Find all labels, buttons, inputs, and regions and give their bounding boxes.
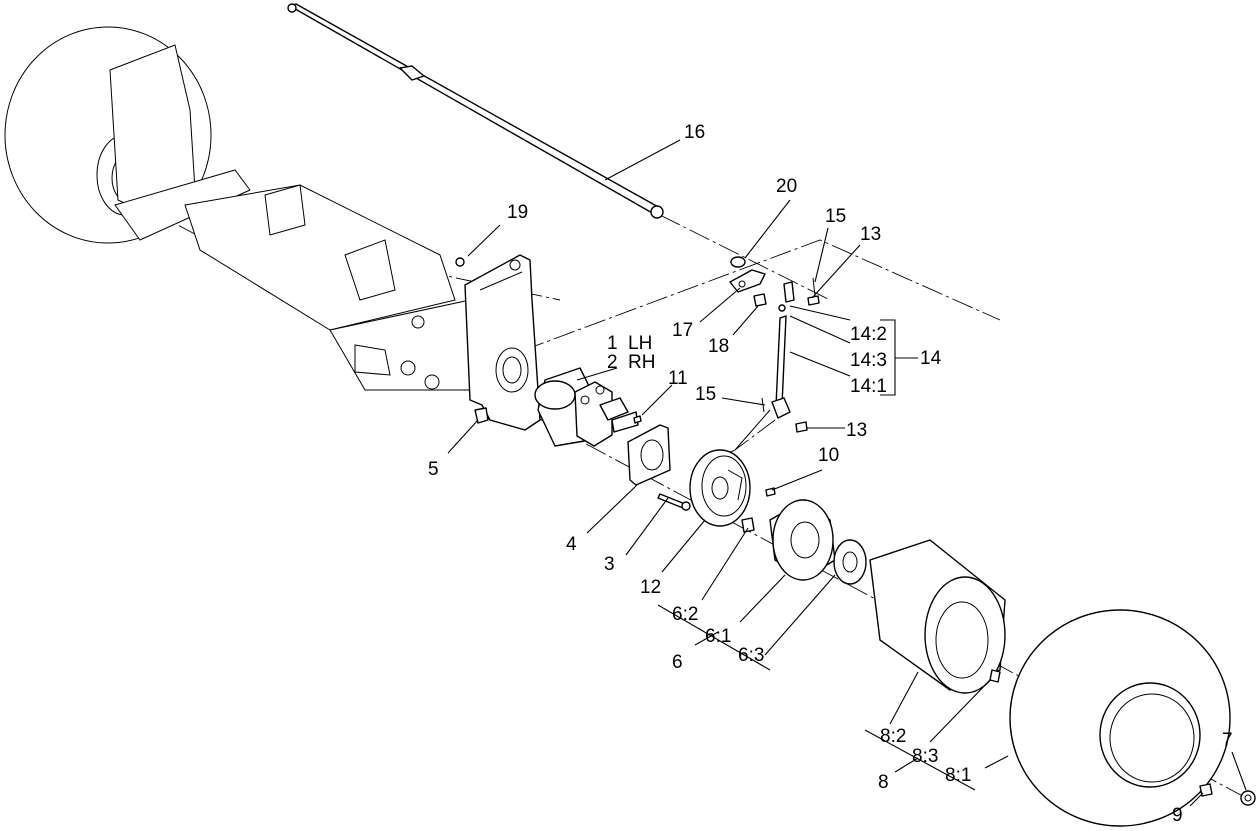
callout-8-1: 8:1 [945, 765, 971, 786]
part-12-brake-assembly [689, 449, 751, 527]
part-3-bolt [657, 493, 691, 511]
callout-14-2: 14:2 [850, 324, 887, 345]
part-15-clip-top [812, 277, 816, 297]
part-13-pin-top [807, 295, 820, 306]
callout-8-3: 8:3 [912, 746, 938, 767]
callout-2-side: RH [628, 352, 655, 373]
callout-20: 20 [776, 176, 797, 197]
callout-17: 17 [672, 320, 693, 341]
brake-rod [287, 3, 664, 219]
callout-2: 2 [607, 352, 618, 373]
callout-12: 12 [640, 577, 661, 598]
callout-6-2: 6:2 [672, 604, 698, 625]
callout-13-bottom: 13 [846, 420, 867, 441]
callout-9: 9 [1172, 805, 1183, 826]
part-6-3-hub [833, 539, 867, 585]
part-20-bushing [730, 256, 746, 268]
part-1-2-wheel-motor [534, 367, 639, 447]
callout-14: 14 [920, 348, 942, 369]
part-14-cable-assembly [734, 281, 795, 451]
callout-1: 1 [607, 333, 618, 354]
callout-labels: 16 20 19 15 13 17 18 14:2 14:3 14:1 14 1… [428, 122, 1233, 826]
leader-lines [447, 139, 1247, 807]
callout-11: 11 [668, 368, 688, 389]
callout-14-1: 14:1 [850, 376, 887, 397]
part-18-nut [753, 293, 767, 307]
callout-6-3: 6:3 [738, 645, 764, 666]
part-4-adapter-plate [627, 424, 671, 486]
part-6-2-stud [741, 517, 755, 533]
callout-4: 4 [566, 534, 577, 555]
callout-1-side: LH [628, 333, 652, 354]
callout-8-2: 8:2 [880, 726, 906, 747]
callout-16: 16 [684, 122, 705, 143]
callout-10: 10 [818, 445, 839, 466]
callout-15-top: 15 [825, 206, 846, 227]
part-17-lever [729, 269, 766, 293]
callout-7: 7 [1222, 730, 1233, 751]
part-5-nut [474, 407, 489, 424]
mount-bracket [464, 254, 541, 431]
part-8-2-rim [869, 539, 1006, 694]
callout-8: 8 [878, 772, 889, 793]
callout-18: 18 [708, 336, 729, 357]
callout-6-1: 6:1 [705, 626, 731, 647]
callout-3: 3 [604, 554, 615, 575]
part-19-nut [455, 257, 465, 267]
part-13-pin-bottom [795, 421, 808, 433]
callout-19: 19 [507, 202, 528, 223]
part-7-nut [1240, 790, 1256, 806]
part-8-3-valve [989, 669, 1001, 683]
callout-5: 5 [428, 459, 439, 480]
callout-13-top: 13 [860, 224, 881, 245]
callout-6: 6 [672, 652, 683, 673]
phantom-frame [109, 44, 481, 391]
callout-15-left: 15 [695, 384, 716, 405]
part-11-key [633, 415, 642, 424]
callout-14-3: 14:3 [850, 350, 887, 371]
part-8-1-tire [1009, 609, 1231, 827]
part-6-1-drum [769, 499, 836, 581]
